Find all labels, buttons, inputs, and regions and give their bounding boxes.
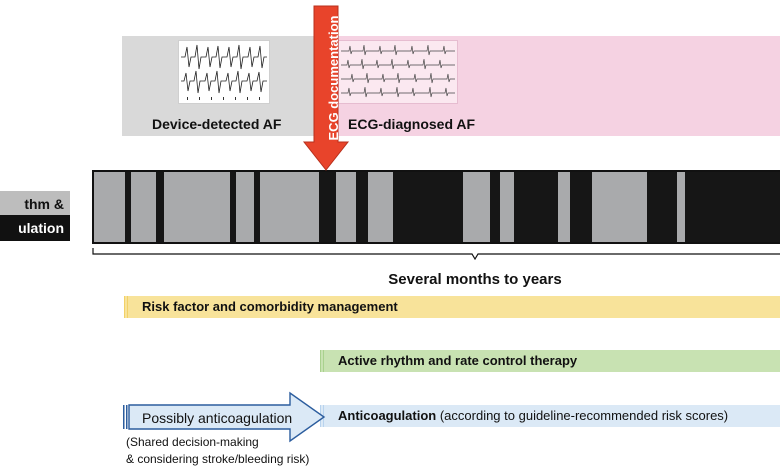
af-episode xyxy=(125,172,131,242)
ecg-documentation-arrow xyxy=(302,5,350,171)
af-episode xyxy=(393,172,463,242)
af-episode xyxy=(254,172,260,242)
af-episode xyxy=(570,172,592,242)
ecg-diagnosed-label: ECG-diagnosed AF xyxy=(348,116,476,132)
af-episode xyxy=(514,172,558,242)
diagnosed-ecg-thumbnail xyxy=(338,40,458,104)
af-episode xyxy=(156,172,164,242)
rhythm-timeline xyxy=(92,170,780,244)
anticoagulation-bar: Anticoagulation (according to guideline-… xyxy=(320,405,780,427)
af-episode xyxy=(356,172,368,242)
shared-decision-line2: & considering stroke/bleeding risk) xyxy=(126,452,310,466)
possibly-anticoagulation-label: Possibly anticoagulation xyxy=(142,410,293,426)
duration-bracket xyxy=(92,248,780,260)
legend-anticoagulation: ulation xyxy=(0,215,70,241)
af-episode xyxy=(319,172,336,242)
device-ecg-thumbnail xyxy=(178,40,270,104)
legend-rhythm: thm & xyxy=(0,191,70,217)
af-episode xyxy=(647,172,677,242)
shared-decision-line1: (Shared decision-making xyxy=(126,435,259,449)
af-episode xyxy=(490,172,500,242)
af-episode xyxy=(230,172,236,242)
possibly-anticoagulation-arrow xyxy=(123,391,326,443)
rhythm-rate-bar: Active rhythm and rate control therapy xyxy=(320,350,780,372)
shared-decision-note: (Shared decision-making & considering st… xyxy=(126,434,309,468)
anticoagulation-note: (according to guideline-recommended risk… xyxy=(439,408,729,423)
duration-label: Several months to years xyxy=(388,271,562,288)
device-detected-label: Device-detected AF xyxy=(152,116,282,132)
ecg-documentation-label: ECG documentation xyxy=(326,15,341,141)
anticoagulation-label: Anticoagulation xyxy=(338,408,437,423)
af-episode xyxy=(685,172,780,242)
risk-factor-bar: Risk factor and comorbidity management xyxy=(124,296,780,318)
